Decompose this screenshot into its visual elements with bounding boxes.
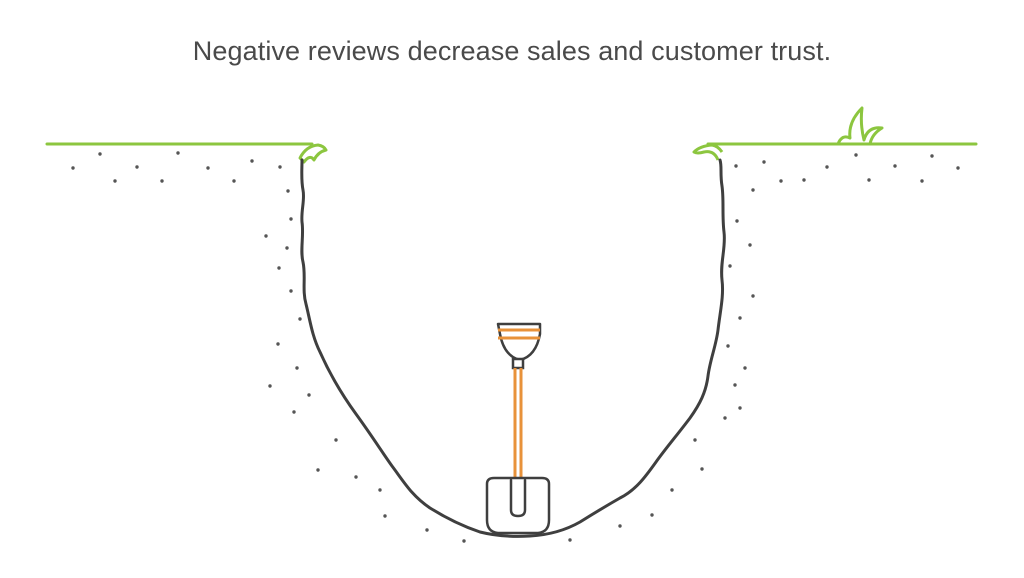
- ground-left: [45, 142, 328, 164]
- shovel-icon: [485, 322, 551, 535]
- grass-tuft-icon: [836, 106, 884, 146]
- ground-right: [692, 142, 978, 161]
- soil-dots: [71, 151, 960, 543]
- hole-outline: [300, 158, 726, 538]
- caption: Negative reviews decrease sales and cust…: [192, 36, 832, 66]
